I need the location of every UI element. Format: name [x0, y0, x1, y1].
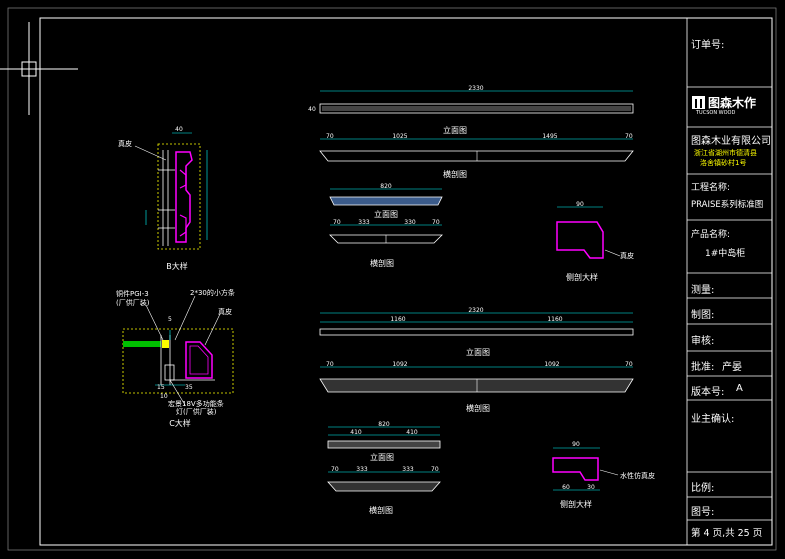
- group-d-sec-left: 333: [356, 466, 368, 473]
- group-a-drawing: [319, 90, 634, 162]
- group-b-seg-left: 333: [358, 219, 370, 226]
- side-detail-1-dim-top: 90: [576, 201, 584, 208]
- company-address-2: 洛舍镇砂村1号: [700, 159, 747, 167]
- group-a-seg-right: 1495: [542, 133, 557, 140]
- version-value: A: [736, 383, 743, 394]
- project-value: PRAISE系列标准图: [691, 200, 764, 210]
- group-a-overall-dim: 2330: [468, 85, 483, 92]
- group-c-overall-dim: 2320: [468, 307, 483, 314]
- group-c-seg-left: 1160: [390, 316, 405, 323]
- detail-c-callout-2: 2*30的小方条: [190, 288, 235, 297]
- group-a-seg-left: 1025: [392, 133, 407, 140]
- drawer-label: 制图:: [691, 310, 715, 321]
- figure-no-label: 图号:: [691, 507, 715, 518]
- group-c-end-dim-r: 70: [625, 361, 633, 368]
- detail-c-dim-35: 35: [185, 384, 193, 391]
- logo-text-cn: 图森木作: [708, 96, 757, 110]
- group-b-drawing: [329, 188, 443, 244]
- group-c-section-title: 横剖图: [466, 403, 490, 413]
- group-d-end-dim-l: 70: [331, 466, 339, 473]
- logo-icon: [692, 96, 705, 109]
- group-b-elevation-title: 立面图: [374, 209, 398, 219]
- group-a-height-dim: 40: [308, 106, 316, 113]
- side-detail-1-title: 侧剖大样: [566, 272, 598, 282]
- group-c-seg-right: 1160: [547, 316, 562, 323]
- detail-b-callout: 真皮: [118, 139, 132, 148]
- detail-b-title: B大样: [166, 261, 188, 271]
- side-detail-2-dim-top: 90: [572, 441, 580, 448]
- group-c-sec-right: 1092: [544, 361, 559, 368]
- group-d-elevation-title: 立面图: [370, 452, 394, 462]
- review-label: 审核:: [691, 336, 715, 347]
- group-d-drawing: [327, 426, 441, 492]
- group-b-section-title: 横剖图: [370, 258, 394, 268]
- detail-c-title: C大样: [169, 418, 191, 428]
- group-d-seg-left: 410: [350, 429, 362, 436]
- detail-b-drawing: [134, 132, 208, 250]
- side-detail-1-drawing: [556, 206, 621, 259]
- page-number: 第 4 页,共 25 页: [691, 528, 763, 539]
- version-label: 版本号:: [691, 387, 725, 398]
- detail-c-dim-10: 10: [160, 393, 168, 400]
- side-detail-2-dim-b1: 60: [562, 484, 570, 491]
- group-d-end-dim-r: 70: [431, 466, 439, 473]
- detail-c-callout-4a: 宏景18V多功能条: [168, 399, 224, 408]
- side-detail-2-dim-b2: 30: [587, 484, 595, 491]
- group-c-drawing: [319, 312, 634, 393]
- side-detail-2-drawing: [552, 447, 619, 491]
- company-name: 图森木业有限公司: [691, 136, 771, 147]
- group-c-sec-left: 1092: [392, 361, 407, 368]
- approve-value: 产晏: [722, 362, 742, 373]
- group-b-end-dim-l: 70: [333, 219, 341, 226]
- group-a-end-dim-r: 70: [625, 133, 633, 140]
- measure-label: 测量:: [691, 285, 715, 296]
- group-b-end-dim-r: 70: [432, 219, 440, 226]
- detail-c-callout-1a: 铜件PGI-3: [116, 289, 149, 298]
- detail-c-callout-3: 真皮: [218, 307, 232, 316]
- group-b-seg-right: 330: [404, 219, 416, 226]
- group-d-sec-right: 333: [402, 466, 414, 473]
- project-label: 工程名称:: [691, 183, 731, 193]
- detail-b-dim-top: 40: [175, 126, 183, 133]
- side-detail-1-callout: 真皮: [620, 251, 634, 260]
- owner-confirm-label: 业主确认:: [691, 414, 735, 425]
- group-c-elevation-title: 立面图: [466, 347, 490, 357]
- approve-label: 批准:: [691, 362, 715, 373]
- group-a-elevation-title: 立面图: [443, 125, 467, 135]
- side-detail-2-title: 侧剖大样: [560, 499, 592, 509]
- company-address-1: 浙江省湖州市德清县: [694, 149, 757, 157]
- outer-frame: [7, 7, 777, 551]
- detail-c-dim-15: 15: [157, 384, 165, 391]
- title-block: [686, 18, 772, 545]
- group-a-end-dim-l: 70: [326, 133, 334, 140]
- detail-c-drawing: [122, 295, 234, 406]
- group-a-section-title: 横剖图: [443, 169, 467, 179]
- group-b-overall-dim: 820: [380, 183, 392, 190]
- detail-c-callout-4b: 灯(厂供厂装): [176, 407, 217, 416]
- product-label: 产品名称:: [691, 230, 731, 240]
- product-value: 1#中岛柜: [705, 249, 746, 259]
- logo-text-en: TUCSON WOOD: [696, 110, 736, 116]
- side-detail-2-callout: 水性仿真皮: [620, 471, 655, 480]
- group-d-seg-right: 410: [406, 429, 418, 436]
- group-d-overall-dim: 820: [378, 421, 390, 428]
- group-c-end-dim-l: 70: [326, 361, 334, 368]
- order-no-label: 订单号:: [691, 40, 725, 51]
- group-d-section-title: 横剖图: [369, 505, 393, 515]
- scale-label: 比例:: [691, 483, 715, 494]
- detail-c-callout-1b: (厂供厂装): [116, 298, 150, 307]
- crosshair-icon: [0, 22, 78, 115]
- inner-frame: [39, 17, 773, 546]
- detail-c-dim-5: 5: [168, 316, 172, 323]
